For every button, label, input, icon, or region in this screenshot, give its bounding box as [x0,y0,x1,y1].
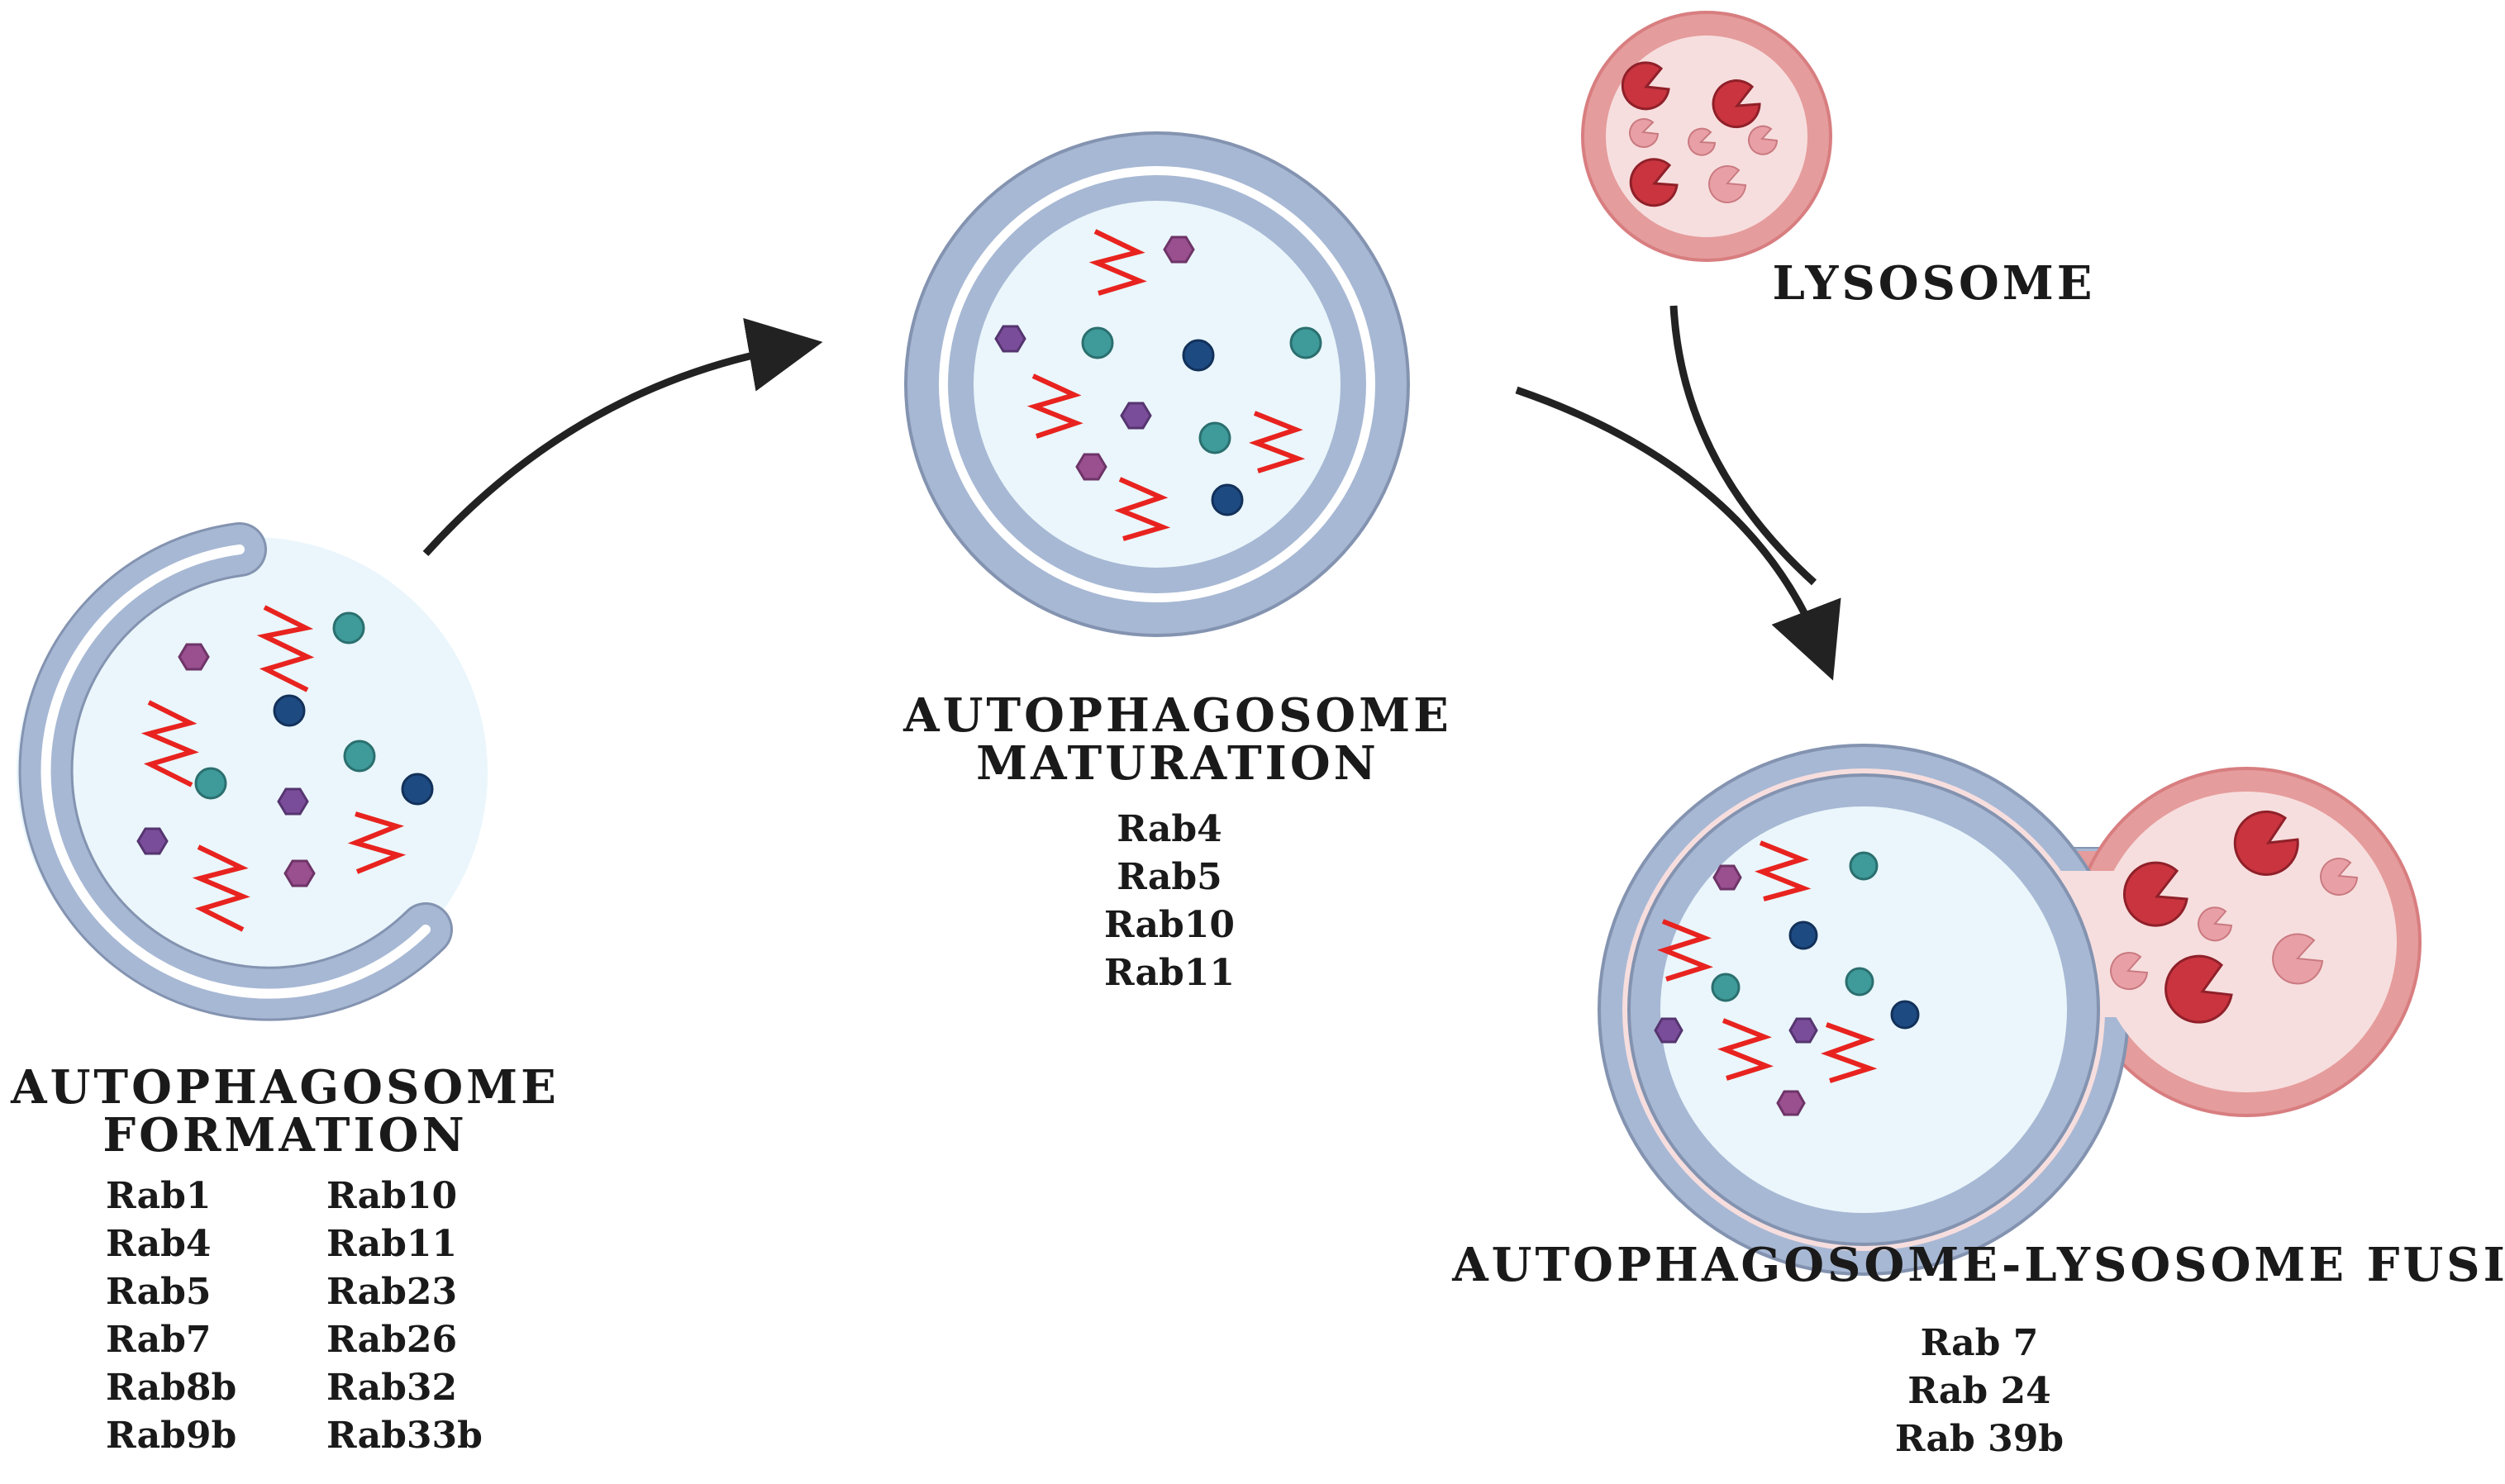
cargo-zigzag [1249,411,1306,473]
cargo-purple-particle [1163,235,1195,264]
formation-rab-list-col1: Rab1 Rab4 Rab5 Rab7 Rab8b Rab9b [106,1175,236,1457]
cargo-teal-particle [194,767,227,800]
enzyme-light [1708,164,1747,203]
cargo-zigzag [1088,229,1147,296]
cargo-zigzag [1821,1022,1878,1083]
lysosome-title: LYSOSOME [1773,256,2096,311]
cargo-zigzag [140,700,199,787]
cargo-purple-particle [1788,1017,1818,1044]
cargo-purple-particle [136,827,169,855]
formation-rab-item: Rab33b [326,1415,483,1457]
formation-cargo [136,605,434,932]
cargo-teal-particle [1711,973,1741,1002]
fusion-rab-item: Rab 7 [1921,1322,2039,1364]
cargo-purple-particle [1120,402,1152,430]
cargo-navy-particle [1788,920,1818,950]
enzyme-light [2198,906,2233,942]
maturation-cargo [994,229,1322,541]
fusion-rab-item: Rab 39b [1895,1418,2064,1460]
cargo-teal-particle [1081,326,1114,359]
formation-rab-list-col2: Rab10 Rab11 Rab23 Rab26 Rab32 Rab33b [326,1175,483,1457]
cargo-zigzag [1755,840,1812,901]
maturation-title-line2: MATURATION [976,736,1379,791]
arrow-maturation-to-fusion [1515,386,1841,681]
maturation-title-line1: AUTOPHAGOSOME [902,688,1452,743]
formation-rab-item: Rab32 [326,1367,457,1409]
formation-title-line1: AUTOPHAGOSOME [10,1060,560,1115]
cargo-navy-particle [1890,1000,1920,1030]
arrow-lysosome-to-fusion [1669,305,1817,586]
cargo-purple-particle [994,325,1026,353]
fusion-rab-list: Rab 7 Rab 24 Rab 39b [1895,1322,2064,1460]
cargo-purple-particle [1776,1090,1806,1116]
cargo-navy-particle [273,694,306,727]
formation-rab-item: Rab11 [326,1223,457,1265]
cargo-teal-particle [1198,421,1231,454]
fusion-cargo [1654,840,1920,1116]
autolysosome [1598,744,2422,1276]
cargo-teal-particle [343,740,376,773]
cargo-zigzag [256,605,315,692]
enzyme-light [2320,857,2359,896]
formation-rab-item: Rab10 [326,1175,457,1217]
enzyme-light [1688,127,1717,156]
cargo-zigzag [1717,1018,1774,1081]
cargo-teal-particle [1845,967,1874,996]
formation-title-line2: FORMATION [102,1108,467,1163]
formation-rab-item: Rab26 [326,1319,457,1361]
formation-rab-item: Rab5 [106,1271,211,1313]
cargo-teal-particle [332,611,365,644]
enzyme-light [2272,933,2324,985]
inner-vesicle-lumen [1660,806,2067,1213]
phagophore [17,522,488,1021]
maturation-rab-item: Rab4 [1117,808,1222,850]
enzyme-dark [1629,158,1679,207]
cargo-navy-particle [1182,339,1215,372]
cargo-zigzag [347,811,407,874]
maturation-rab-item: Rab11 [1104,952,1235,994]
phagophore-lumen [17,537,488,1008]
enzyme-dark [1621,61,1670,111]
enzyme-dark [2164,954,2233,1024]
cargo-purple-particle [1712,864,1742,891]
enzyme-dark [2233,810,2299,876]
formation-rab-item: Rab4 [106,1223,211,1265]
cargo-teal-particle [1849,851,1879,881]
lysosome [1581,11,1832,262]
fusion-rab-item: Rab 24 [1907,1370,2050,1412]
maturation-rab-item: Rab10 [1104,904,1235,946]
enzyme-light [2110,952,2149,990]
cargo-zigzag [1114,477,1171,541]
cargo-zigzag [192,844,250,932]
cargo-zigzag [1026,373,1083,439]
cargo-purple-particle [1075,453,1107,481]
formation-rab-item: Rab1 [106,1175,211,1217]
enzyme-light [1748,125,1779,155]
cargo-purple-particle [283,859,316,887]
cargo-purple-particle [178,643,210,671]
cargo-purple-particle [1654,1017,1683,1044]
formation-rab-item: Rab8b [106,1367,236,1409]
phagophore-membrane-gap [40,545,431,999]
formation-rab-item: Rab9b [106,1415,236,1457]
autophagosome [904,131,1410,637]
formation-rab-item: Rab7 [106,1319,211,1361]
enzyme-dark [2123,861,2188,927]
cargo-navy-particle [1211,483,1244,516]
fusion-title: AUTOPHAGOSOME-LYSOSOME FUSION [1451,1238,2505,1292]
enzyme-light [1629,118,1660,148]
autophagosome-lumen [974,201,1341,568]
cargo-zigzag [1657,919,1713,982]
cargo-teal-particle [1289,326,1322,359]
enzyme-dark [1712,79,1761,129]
arrow-formation-to-maturation [422,317,823,557]
maturation-rab-list: Rab4 Rab5 Rab10 Rab11 [1104,808,1235,994]
cargo-navy-particle [401,773,434,806]
maturation-rab-item: Rab5 [1117,856,1222,898]
cargo-purple-particle [277,787,309,816]
formation-rab-item: Rab23 [326,1271,457,1313]
